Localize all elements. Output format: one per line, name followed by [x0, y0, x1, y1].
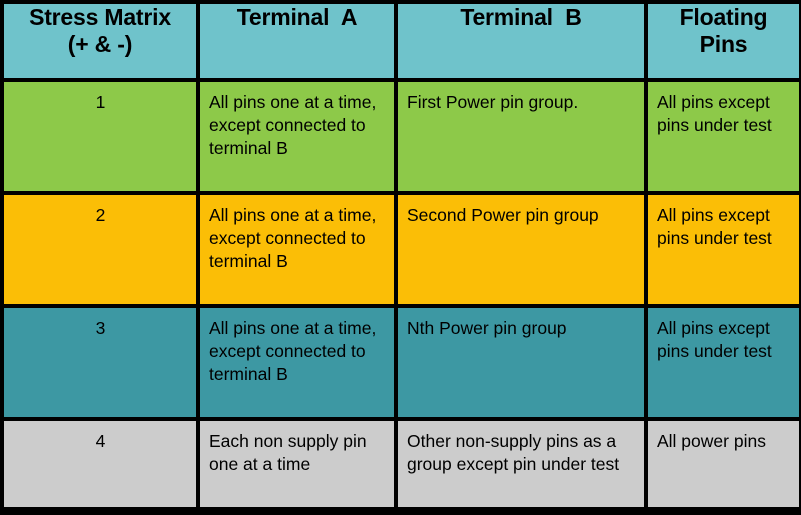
table-header: Stress Matrix (+ & -) Terminal A Termina…	[4, 4, 799, 78]
table-row: 4 Each non supply pin one at a time Othe…	[4, 421, 799, 507]
cell-floating-pins: All pins except pins under test	[648, 195, 799, 304]
floating-pins-value: All pins except pins under test	[657, 92, 772, 136]
terminal-a-value: All pins one at a time, except connected…	[209, 92, 377, 159]
cell-floating-pins: All power pins	[648, 421, 799, 507]
column-header-terminal-a-line-1: Terminal A	[236, 4, 358, 30]
column-header-stress-matrix-line-1: Stress Matrix	[29, 4, 171, 30]
cell-stress-matrix-id: 3	[4, 308, 196, 417]
column-header-terminal-b-line-1: Terminal B	[460, 4, 582, 30]
cell-floating-pins: All pins except pins under test	[648, 82, 799, 191]
cell-terminal-a: All pins one at a time, except connected…	[200, 308, 394, 417]
floating-pins-value: All power pins	[657, 431, 766, 451]
cell-terminal-b: Nth Power pin group	[398, 308, 644, 417]
table-row: 1 All pins one at a time, except connect…	[4, 82, 799, 191]
stress-matrix-id-value: 2	[95, 205, 106, 225]
cell-terminal-a: All pins one at a time, except connected…	[200, 82, 394, 191]
column-header-floating-pins-line-1: Floating	[679, 4, 768, 30]
cell-terminal-b: First Power pin group.	[398, 82, 644, 191]
terminal-a-value: All pins one at a time, except connected…	[209, 205, 377, 272]
table-body: 1 All pins one at a time, except connect…	[4, 82, 799, 507]
table-row: 3 All pins one at a time, except connect…	[4, 308, 799, 417]
cell-terminal-a: Each non supply pin one at a time	[200, 421, 394, 507]
cell-stress-matrix-id: 4	[4, 421, 196, 507]
cell-stress-matrix-id: 1	[4, 82, 196, 191]
column-header-terminal-a: Terminal A	[200, 4, 394, 78]
cell-floating-pins: All pins except pins under test	[648, 308, 799, 417]
floating-pins-value: All pins except pins under test	[657, 318, 772, 362]
terminal-b-value: Nth Power pin group	[407, 318, 567, 338]
header-row: Stress Matrix (+ & -) Terminal A Termina…	[4, 4, 799, 78]
column-header-floating-pins-line-2: Pins	[699, 30, 748, 57]
column-header-terminal-b: Terminal B	[398, 4, 644, 78]
table-row: 2 All pins one at a time, except connect…	[4, 195, 799, 304]
cell-stress-matrix-id: 2	[4, 195, 196, 304]
column-header-stress-matrix: Stress Matrix (+ & -)	[4, 4, 196, 78]
column-header-floating-pins: Floating Pins	[648, 4, 799, 78]
floating-pins-value: All pins except pins under test	[657, 205, 772, 249]
stress-matrix-id-value: 4	[95, 431, 106, 451]
terminal-a-value: Each non supply pin one at a time	[209, 431, 367, 475]
terminal-b-value: Second Power pin group	[407, 205, 599, 225]
stress-matrix-id-value: 3	[95, 318, 106, 338]
stress-matrix-id-value: 1	[95, 92, 106, 112]
terminal-b-value: First Power pin group.	[407, 92, 579, 112]
cell-terminal-b: Second Power pin group	[398, 195, 644, 304]
terminal-b-value: Other non-supply pins as a group except …	[407, 431, 620, 475]
cell-terminal-b: Other non-supply pins as a group except …	[398, 421, 644, 507]
column-header-stress-matrix-line-2: (+ & -)	[67, 30, 133, 57]
cell-terminal-a: All pins one at a time, except connected…	[200, 195, 394, 304]
terminal-a-value: All pins one at a time, except connected…	[209, 318, 377, 385]
